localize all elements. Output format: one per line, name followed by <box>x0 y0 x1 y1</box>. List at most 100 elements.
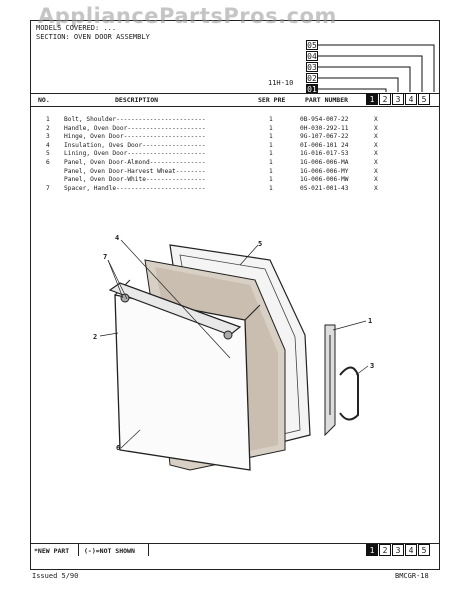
row-description: Spacer, Handle------------------------ <box>64 184 206 192</box>
callout-5: 5 <box>258 240 263 248</box>
table-row: 3 Hinge, Oven Door---------------------- 1… <box>30 133 440 141</box>
module-box: 5 <box>418 93 430 105</box>
row-quantity: 1 <box>269 159 273 166</box>
row-part-number: 1G-016-017-53 <box>300 150 349 158</box>
row-part-number: 0B-954-007-22 <box>300 116 349 123</box>
callout-4: 4 <box>115 234 120 242</box>
module-box: 1 <box>366 93 378 105</box>
row-description: Handle, Oven Door--------------------- <box>64 124 206 132</box>
row-number: 4 <box>46 141 50 149</box>
section-code: 11H-10 <box>268 79 294 87</box>
module-box: 2 <box>379 93 391 105</box>
row-number: 1 <box>46 116 50 123</box>
revision-connector-lines <box>318 44 435 92</box>
issued-date: Issued 5/90 <box>32 572 79 580</box>
row-module-mark: X <box>374 141 378 149</box>
footer-module-boxes: 1 2 3 4 5 <box>366 544 430 556</box>
row-module-mark: X <box>374 150 378 158</box>
revision-stack: 05 04 03 02 01 <box>306 40 318 95</box>
section-title: SECTION: OVEN DOOR ASSEMBLY <box>36 33 150 41</box>
row-description: Panel, Oven Door-Harvest Wheat-------- <box>64 167 206 175</box>
row-module-mark: X <box>374 167 378 175</box>
row-description: Bolt, Shoulder------------------------ <box>64 116 206 123</box>
callout-1: 1 <box>368 317 373 325</box>
spacer <box>120 293 130 303</box>
col-no-header: NO. <box>38 96 50 104</box>
row-part-number: 9G-107-067-22 <box>300 133 349 141</box>
new-part-legend: *NEW PART <box>34 547 70 555</box>
table-row: 1 Bolt, Shoulder------------------------ 1… <box>30 116 440 124</box>
row-number: 5 <box>46 150 50 158</box>
revision-box: 04 <box>306 51 318 61</box>
table-row: 7 Spacer, Handle------------------------ 1… <box>30 185 440 193</box>
row-quantity: 1 <box>269 176 273 184</box>
row-part-number: 0I-006-101 24 <box>300 141 349 149</box>
row-number: 7 <box>46 184 50 192</box>
table-row: 2 Handle, Oven Door--------------------- 1… <box>30 125 440 133</box>
module-box: 5 <box>418 544 430 556</box>
row-number: 2 <box>46 124 50 132</box>
row-module-mark: X <box>374 133 378 141</box>
footer-divider <box>78 544 79 556</box>
row-part-number: 0S-021-001-43 <box>300 184 349 192</box>
row-part-number: 1G-006-006-MY <box>300 167 349 175</box>
footer-bar: *NEW PART (-)=NOT SHOWN <box>30 543 440 556</box>
module-box: 3 <box>392 544 404 556</box>
revision-box: 03 <box>306 62 318 72</box>
module-box: 4 <box>405 93 417 105</box>
row-number: 3 <box>46 133 50 141</box>
table-row: Panel, Oven Door-White---------------- 1 1… <box>30 176 440 184</box>
oven-door-diagram <box>108 244 359 471</box>
door-panel <box>114 294 251 471</box>
row-quantity: 1 <box>269 133 273 141</box>
table-header: NO. DESCRIPTION SER PRE PART NUMBER <box>30 93 440 107</box>
row-description: Panel, Oven Door-White---------------- <box>64 176 206 184</box>
revision-box: 02 <box>306 73 318 83</box>
row-quantity: 1 <box>269 116 273 123</box>
module-box: 1 <box>366 544 378 556</box>
page-number: BMCGR-18 <box>395 572 429 580</box>
row-part-number: 1G-006-006-MW <box>300 176 349 184</box>
col-ser-pre-header: SER PRE <box>258 96 286 104</box>
module-box: 2 <box>379 544 391 556</box>
row-module-mark: X <box>374 124 378 132</box>
revision-box: 05 <box>306 40 318 50</box>
page-frame <box>30 20 440 570</box>
row-quantity: 1 <box>269 150 273 158</box>
row-description: Panel, Oven Door-Almond--------------- <box>64 159 206 166</box>
hinge-hook <box>339 366 359 421</box>
row-quantity: 1 <box>269 124 273 132</box>
table-row: Panel, Oven Door-Harvest Wheat-------- 1 1… <box>30 168 440 176</box>
row-quantity: 1 <box>269 184 273 192</box>
watermark: AppliancePartsPros.com <box>38 4 337 28</box>
spacer <box>223 330 233 340</box>
row-description: Insulation, Oves Door----------------- <box>64 141 206 149</box>
callout-6: 6 <box>116 444 121 452</box>
door-handle <box>108 282 242 336</box>
table-row: 5 Lining, Oven Door--------------------- 1… <box>30 150 440 158</box>
row-quantity: 1 <box>269 141 273 149</box>
col-description-header: DESCRIPTION <box>115 96 159 104</box>
callout-2: 2 <box>93 333 98 341</box>
models-covered-line: MODELS COVERED: ... <box>36 24 117 32</box>
not-shown-legend: (-)=NOT SHOWN <box>84 547 135 555</box>
row-quantity: 1 <box>269 167 273 175</box>
module-box: 3 <box>392 93 404 105</box>
row-module-mark: X <box>374 184 378 192</box>
row-number: 6 <box>46 159 50 166</box>
col-part-number-header: PART NUMBER <box>305 96 349 104</box>
row-module-mark: X <box>374 176 378 184</box>
row-module-mark: X <box>374 159 378 166</box>
row-description: Lining, Oven Door--------------------- <box>64 150 206 158</box>
table-row: 6 Panel, Oven Door-Almond--------------- 1… <box>30 159 440 167</box>
module-boxes: 1 2 3 4 5 <box>366 93 430 105</box>
footer-divider <box>148 544 149 556</box>
row-part-number: 1G-006-006-MA <box>300 159 349 166</box>
table-row: 4 Insulation, Oves Door----------------- 1… <box>30 142 440 150</box>
callout-3: 3 <box>370 362 375 370</box>
row-description: Hinge, Oven Door---------------------- <box>64 133 206 141</box>
module-box: 4 <box>405 544 417 556</box>
callout-7: 7 <box>103 253 108 261</box>
row-part-number: 0H-030-292-11 <box>300 124 349 132</box>
